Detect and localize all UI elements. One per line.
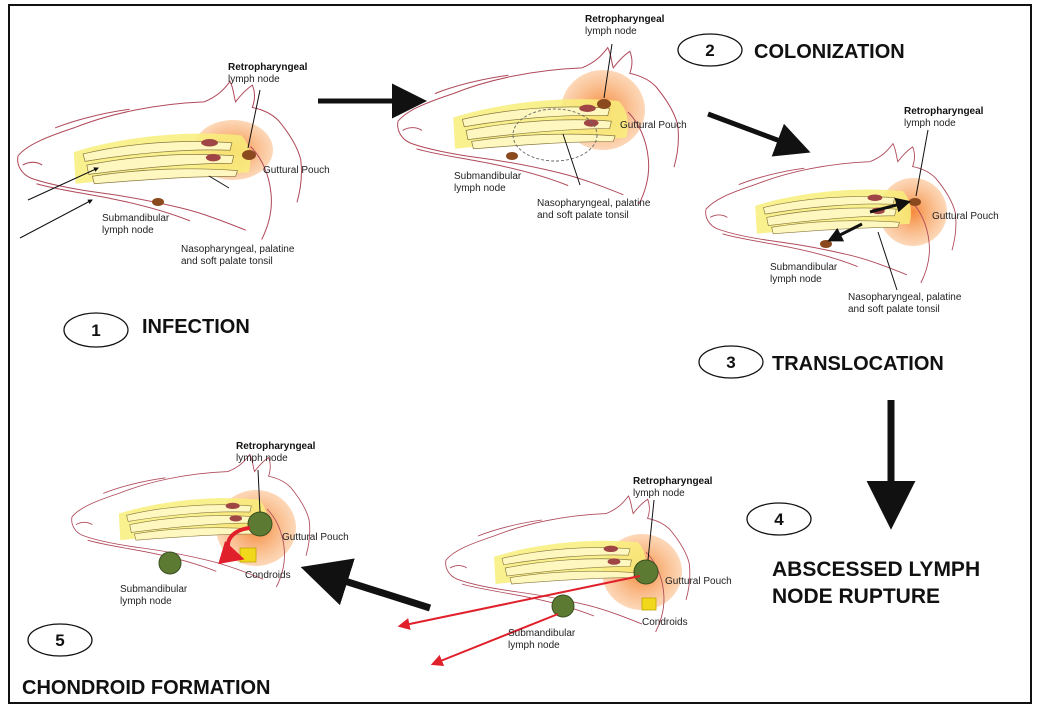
retropharyngeal-node-1 — [242, 150, 256, 160]
label-guttural-pouch-1: Guttural Pouch — [263, 165, 330, 176]
stage-title-2: COLONIZATION — [754, 41, 905, 63]
stage-title-1: INFECTION — [142, 316, 250, 338]
label-retropharyngeal-2: Retropharyngeal — [585, 14, 665, 25]
abscess-submandibular-5 — [159, 552, 181, 574]
stage-title-3: TRANSLOCATION — [772, 353, 944, 375]
retropharyngeal-node-2 — [597, 99, 611, 109]
label-condroids-5: Condroids — [245, 570, 291, 581]
entry-arrow-2 — [20, 200, 92, 238]
label-retropharyngeal-4: Retropharyngeal — [633, 476, 713, 487]
abscess-submandibular-4 — [552, 595, 574, 617]
retropharyngeal-node-3 — [909, 198, 921, 206]
label-guttural-pouch-2: Guttural Pouch — [620, 120, 687, 131]
stage-title-5: CHONDROID FORMATION — [22, 677, 271, 699]
label-guttural-pouch-3: Guttural Pouch — [932, 211, 999, 222]
panel-infection: Retropharyngeal lymph node Guttural Pouc… — [18, 62, 330, 347]
panel-chondroid: Retropharyngeal lymph node Guttural Pouc… — [22, 441, 349, 699]
label-guttural-pouch-5: Guttural Pouch — [282, 532, 349, 543]
submandibular-node-1 — [152, 198, 164, 206]
label-submandibular-node-1: lymph node — [102, 225, 154, 236]
panel-colonization: Retropharyngeal lymph node Guttural Pouc… — [398, 14, 905, 221]
label-lymph-node-1: lymph node — [228, 74, 280, 85]
rupture-arrow-sub — [433, 614, 558, 664]
label-submandibular-node-4: lymph node — [508, 640, 560, 651]
label-lymph-node-3: lymph node — [904, 118, 956, 129]
flow-arrow-4-5 — [310, 570, 430, 608]
label-tonsil-2b: and soft palate tonsil — [537, 210, 629, 221]
label-tonsil-1b: and soft palate tonsil — [181, 256, 273, 267]
stage-number-1: 1 — [91, 321, 100, 340]
label-lymph-node-5: lymph node — [236, 453, 288, 464]
flow-arrow-2-3 — [708, 114, 804, 150]
label-guttural-pouch-4: Guttural Pouch — [665, 576, 732, 587]
stage-title-4b: NODE RUPTURE — [772, 585, 940, 608]
label-submandibular-3: Submandibular — [770, 262, 838, 273]
label-submandibular-2: Submandibular — [454, 171, 522, 182]
abscess-retropharyngeal-5 — [248, 512, 272, 536]
stage-title-4a: ABSCESSED LYMPH — [772, 558, 980, 581]
panel-translocation: Retropharyngeal lymph node Guttural Pouc… — [699, 106, 999, 378]
label-retropharyngeal-1: Retropharyngeal — [228, 62, 308, 73]
label-condroids-4: Condroids — [642, 617, 688, 628]
label-tonsil-1a: Nasopharyngeal, palatine — [181, 244, 295, 255]
label-tonsil-2a: Nasopharyngeal, palatine — [537, 198, 651, 209]
label-tonsil-3a: Nasopharyngeal, palatine — [848, 292, 962, 303]
stage-number-5: 5 — [55, 631, 64, 650]
label-submandibular-node-2: lymph node — [454, 183, 506, 194]
chondroids-5 — [240, 548, 256, 562]
leader-tonsil-3 — [878, 232, 897, 290]
submandibular-node-2 — [506, 152, 518, 160]
chondroids-4 — [642, 598, 656, 610]
abscess-retropharyngeal-4 — [634, 560, 658, 584]
stage-number-4: 4 — [774, 510, 784, 529]
label-submandibular-1: Submandibular — [102, 213, 170, 224]
label-lymph-node-4: lymph node — [633, 488, 685, 499]
label-retropharyngeal-3: Retropharyngeal — [904, 106, 984, 117]
label-tonsil-3b: and soft palate tonsil — [848, 304, 940, 315]
submandibular-node-3 — [820, 240, 832, 248]
stage-number-2: 2 — [705, 41, 714, 60]
label-submandibular-node-5: lymph node — [120, 596, 172, 607]
label-submandibular-node-3: lymph node — [770, 274, 822, 285]
label-submandibular-5: Submandibular — [120, 584, 188, 595]
stage-number-3: 3 — [726, 353, 735, 372]
label-submandibular-4: Submandibular — [508, 628, 576, 639]
label-lymph-node-2: lymph node — [585, 26, 637, 37]
label-retropharyngeal-5: Retropharyngeal — [236, 441, 316, 452]
